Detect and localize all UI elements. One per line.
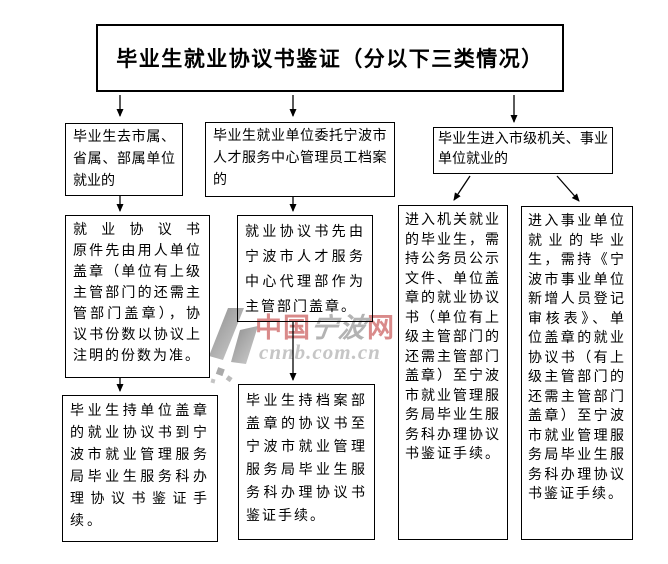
box-text: 进入机关就业的毕业生，需持公务员公示文件、单位盖章的就业协议书（单位有上级主管部…: [405, 213, 501, 462]
box-text: 毕业生去市属、省属、部属单位就业的: [73, 130, 175, 189]
arrow-col3-to-right-branch: [556, 175, 580, 202]
box-text-first-line: 就业协议书: [73, 223, 202, 238]
box-text: 毕业生持档案部盖章的协议书至宁波市就业管理服务局毕业生服务科办理协议书鉴证手续。: [246, 394, 367, 524]
box-text: 毕业生持单位盖章的就业协议书到宁波市就业管理服务局毕业生服务科办理协议书鉴证手续…: [70, 404, 210, 529]
flow-box-talent-center-stamp: 就业协议书先由宁波市人才服务中心代理部作为主管部门盖章。: [237, 215, 373, 322]
flow-box-verify-at-service-bureau: 毕业生持单位盖章的就业协议书到宁波市就业管理服务局毕业生服务科办理协议书鉴证手续…: [62, 395, 218, 542]
box-text: 原件先由用人单位盖章（单位有上级主管部门的还需主管部门盖章），协议书份数以协议上…: [73, 244, 202, 364]
flow-box-institution-branch: 进入事业单位就业的毕业生，需持《宁波市事业单位新增人员登记审核表》、单位盖章的就…: [521, 206, 633, 540]
flow-box-gov-institution: 毕业生进入市级机关、事业单位就业的: [433, 127, 613, 174]
flow-box-talent-center-archive: 毕业生就业单位委托宁波市人才服务中心管理员工档案的: [205, 122, 395, 197]
flowchart-title: 毕业生就业协议书鉴证（分以下三类情况）: [116, 47, 544, 71]
box-text: 进入事业单位就业的毕业生，需持《宁波市事业单位新增人员登记审核表》、单位盖章的就…: [528, 214, 626, 502]
box-text: 毕业生就业单位委托宁波市人才服务中心管理员工档案的: [213, 129, 387, 188]
flow-box-city-province-units: 毕业生去市属、省属、部属单位就业的: [65, 123, 183, 196]
flow-box-gov-branch: 进入机关就业的毕业生，需持公务员公示文件、单位盖章的就业协议书（单位有上级主管部…: [398, 205, 508, 540]
arrow-col3-to-left-branch: [453, 175, 471, 201]
flow-box-employer-stamp-first: 就业协议书原件先由用人单位盖章（单位有上级主管部门的还需主管部门盖章），协议书份…: [65, 215, 210, 378]
flowchart-title-box: 毕业生就业协议书鉴证（分以下三类情况）: [96, 24, 564, 92]
box-text: 就业协议书先由宁波市人才服务中心代理部作为主管部门盖章。: [245, 225, 365, 315]
watermark-domain-text: cnnb.com.cn: [259, 340, 381, 364]
flow-box-archive-stamp-verify: 毕业生持档案部盖章的协议书至宁波市就业管理服务局毕业生服务科办理协议书鉴证手续。: [238, 384, 375, 540]
box-text: 毕业生进入市级机关、事业单位就业的: [438, 132, 608, 167]
